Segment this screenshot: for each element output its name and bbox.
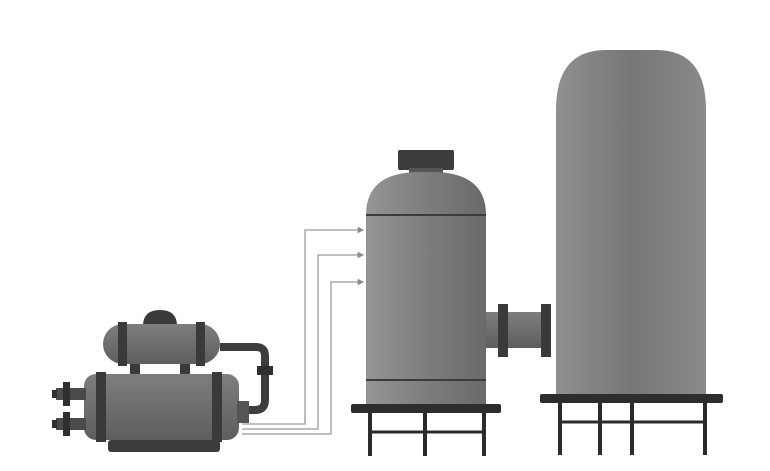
left-vessel-base-band [351,404,501,413]
top-nozzle-neck [409,168,443,174]
inlet-nozzle-cap-lower [52,420,57,428]
tall-tank-body [556,50,706,395]
upper-cylinder-dome [143,310,177,326]
connector-flange-left [498,304,508,357]
upper-flange-right [196,322,205,366]
tall-tank [540,50,723,455]
left-vessel-body [366,172,486,405]
tall-tank-stand [558,403,707,455]
skid-base [108,440,220,452]
inlet-nozzle-upper [56,388,86,400]
inlet-nozzle-lower-flange [63,412,70,436]
inlet-nozzle-cap-upper [52,390,57,398]
lower-flange-right [212,372,222,442]
lower-flange-left [96,372,106,442]
connector-pipe [486,312,546,348]
feed-line-2 [242,251,365,430]
connector-flange-right [541,304,551,357]
upper-flange-left [118,322,127,366]
left-vessel [351,150,501,456]
top-nozzle-cap [398,150,454,170]
tall-tank-base-band [540,394,723,403]
feed-line-1 [242,226,365,425]
inlet-nozzle-upper-flange [63,382,70,406]
upper-cylinder [103,324,220,364]
lower-side-box [237,401,249,423]
feed-lines [242,226,365,435]
upper-support-2 [180,364,190,374]
upper-support-1 [130,364,140,374]
lower-cylinder [84,374,239,440]
return-pipe-flange [257,366,273,375]
left-vessel-stand [368,413,486,456]
return-pipe [220,343,269,414]
connector-spool [486,304,551,357]
pump-skid [52,310,273,452]
feed-line-3 [242,278,365,435]
inlet-nozzle-lower [56,418,86,430]
